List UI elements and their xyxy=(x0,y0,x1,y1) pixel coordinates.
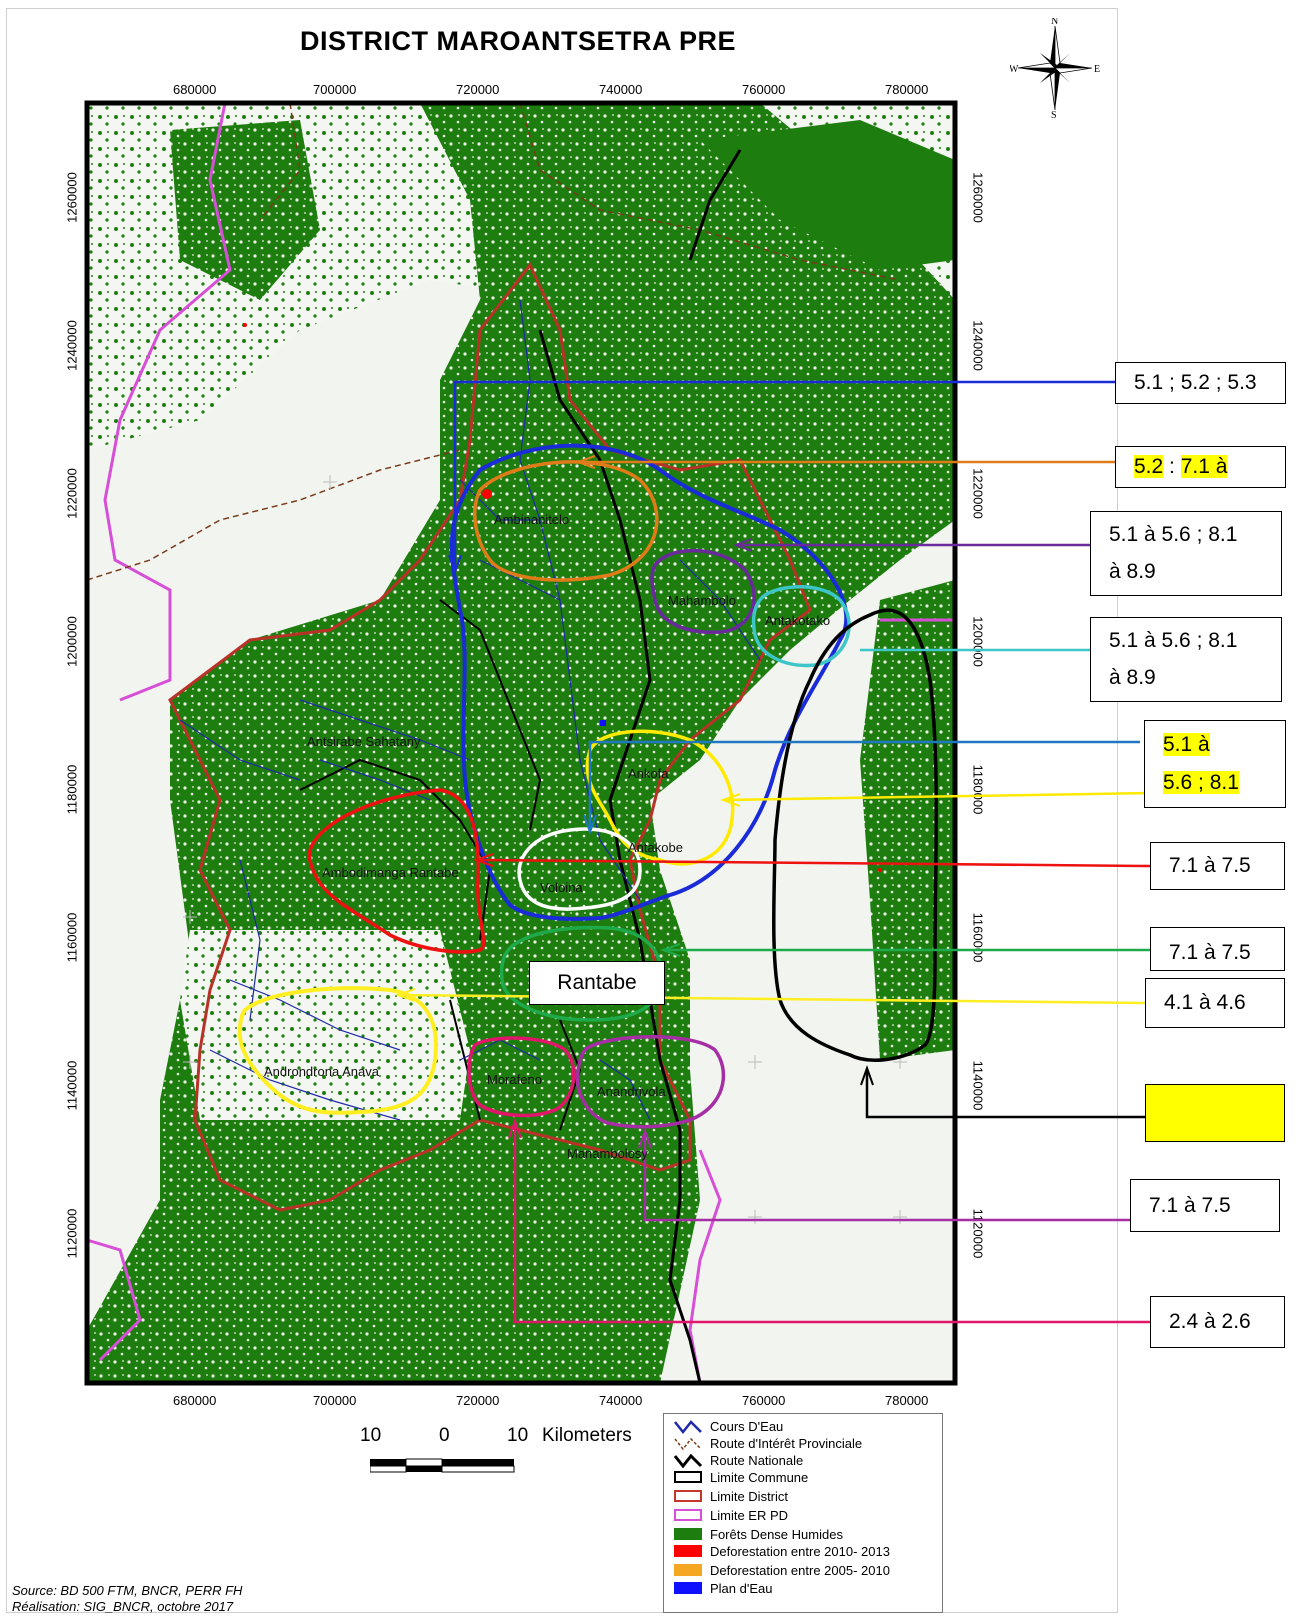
x-tick-top-6: 780000 xyxy=(885,82,929,97)
place-morafeno: Morafeno xyxy=(487,1072,542,1087)
callout-7: 7.1 à 7.5 xyxy=(1150,927,1285,971)
compass-n: N xyxy=(1051,18,1058,27)
x-tick-bottom-6: 780000 xyxy=(885,1393,929,1408)
place-voloina: Voloina xyxy=(540,880,583,895)
x-tick-bottom-3: 720000 xyxy=(456,1393,500,1408)
compass-rose-icon: N S W E xyxy=(1009,16,1100,121)
callout-1: 5.1 ; 5.2 ; 5.3 xyxy=(1115,362,1286,404)
legend-item-limite-commune: Limite Commune xyxy=(672,1469,808,1485)
x-tick-bottom-1: 680000 xyxy=(173,1393,217,1408)
rantabe-label: Rantabe xyxy=(529,961,665,1005)
scale-right: 10 xyxy=(507,1425,529,1446)
x-tick-bottom-2: 700000 xyxy=(313,1393,357,1408)
x-tick-top-1: 680000 xyxy=(173,82,217,97)
compass-e: E xyxy=(1094,64,1100,75)
place-manambolosy: Manambolosy xyxy=(567,1146,648,1161)
place-ambodimanga: Ambodimanga Rantabe xyxy=(322,865,459,880)
legend-item-deforest-2010: Deforestation entre 2010- 2013 xyxy=(672,1543,890,1559)
place-ankofa: Ankofa xyxy=(628,766,669,781)
callout-11: 2.4 à 2.6 xyxy=(1150,1296,1285,1348)
place-androndrona: Androndrona Anava xyxy=(264,1064,379,1079)
place-anandrivola: Anandrivola xyxy=(597,1084,666,1099)
place-antsirabe: Antsirabe Sahatany xyxy=(307,734,421,749)
compass-w: W xyxy=(1010,64,1019,75)
x-tick-top-3: 720000 xyxy=(456,82,500,97)
x-tick-top-2: 700000 xyxy=(313,82,357,97)
place-antakotako: Antakotako xyxy=(765,613,831,628)
callout-9-yellow xyxy=(1145,1084,1285,1142)
x-tick-bottom-4: 740000 xyxy=(599,1393,643,1408)
x-tick-bottom-5: 760000 xyxy=(742,1393,786,1408)
place-antakobe: Antakobe xyxy=(628,840,683,855)
callout-6: 7.1 à 7.5 xyxy=(1150,842,1285,890)
compass-s: S xyxy=(1051,110,1057,118)
map-title: DISTRICT MAROANTSETRA PRE xyxy=(300,26,736,56)
legend-item-route-nationale: Route Nationale xyxy=(672,1452,803,1468)
legend-item-deforest-2005: Deforestation entre 2005- 2010 xyxy=(672,1562,890,1578)
callout-8: 4.1 à 4.6 xyxy=(1145,978,1285,1028)
legend-item-cours-eau: Cours D'Eau xyxy=(672,1418,783,1434)
scale-left: 10 xyxy=(360,1425,382,1446)
legend-item-forets: Forêts Dense Humides xyxy=(672,1526,843,1542)
callout-10: 7.1 à 7.5 xyxy=(1130,1179,1280,1232)
legend-item-plan-eau: Plan d'Eau xyxy=(672,1580,772,1596)
callout-2: 5.2 : 7.1 à xyxy=(1115,446,1286,488)
map-frame xyxy=(6,8,1118,1613)
x-tick-top-5: 760000 xyxy=(742,82,786,97)
place-ambinanitelo: Ambinanitelo xyxy=(494,512,570,527)
legend-item-limite-erpd: Limite ER PD xyxy=(672,1507,788,1523)
scale-mid: 0 xyxy=(439,1425,450,1446)
legend-item-limite-district: Limite District xyxy=(672,1488,788,1504)
legend: Cours D'Eau Route d'Intérêt Provinciale … xyxy=(663,1413,943,1613)
legend-item-route-provinciale: Route d'Intérêt Provinciale xyxy=(672,1435,862,1451)
place-mahambolo: Mahambolo xyxy=(668,593,736,608)
x-tick-top-4: 740000 xyxy=(599,82,643,97)
source-note: Source: BD 500 FTM, BNCR, PERR FH Réalis… xyxy=(12,1583,243,1614)
scale-unit: Kilometers xyxy=(542,1425,632,1446)
